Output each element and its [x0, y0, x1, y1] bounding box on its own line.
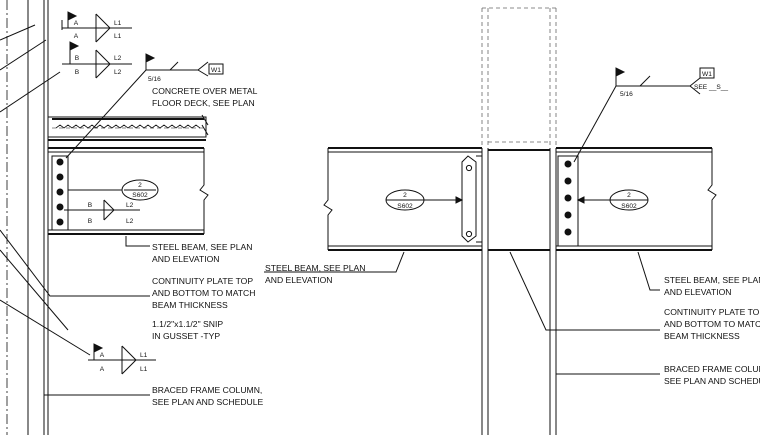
- weld-bottom-label: B: [88, 218, 93, 225]
- section-callout-right-a: 2 S602: [385, 189, 464, 211]
- weld-bottom-label: A: [74, 33, 79, 40]
- note-steel-beam-right: STEEL BEAM, SEE PLAN AND ELEVATION: [637, 251, 760, 297]
- note-line: CONTINUITY PLATE TOP: [664, 307, 760, 317]
- steel-beam-right-left-side: [323, 147, 482, 251]
- note-line: STEEL BEAM, SEE PLAN: [265, 263, 365, 273]
- brace-line: [0, 39, 47, 71]
- note-line: AND ELEVATION: [152, 254, 220, 264]
- left-detail: 2 S602 A A L1 L1 B B L2 L2: [0, 0, 264, 435]
- fillet-weld-symbol-right: W1 SEE __S__ 5/16: [573, 67, 728, 163]
- brace-line: [0, 249, 69, 331]
- callout-number: 2: [403, 192, 407, 199]
- weld-top-label: B: [88, 202, 93, 209]
- braced-frame-column-left: [27, 0, 49, 435]
- note-line: 1.1/2"x1.1/2" SNIP: [152, 319, 223, 329]
- note-line: BRACED FRAME COLUMN,: [152, 385, 262, 395]
- weld-symbol-a-l1-top: A A L1 L1: [0, 11, 132, 43]
- end-plate-bolts: [461, 155, 482, 243]
- note-line: STEEL BEAM, SEE PLAN: [152, 242, 252, 252]
- callout-sheet: S602: [397, 203, 413, 210]
- weld-ref-bottom: L1: [140, 366, 148, 373]
- note-line: CONCRETE OVER METAL: [152, 86, 258, 96]
- section-callout-right-b: 2 S602: [576, 189, 649, 211]
- note-line: IN GUSSET -TYP: [152, 331, 220, 341]
- right-detail: 2 S602 2 S602 W1 SEE __S__ 5/16: [264, 7, 760, 435]
- weld-ref-top: L2: [114, 55, 122, 62]
- concrete-slab-deck: [47, 114, 209, 141]
- note-column-right: BRACED FRAME COLUMN, SEE PLAN AND SCHEDU…: [556, 364, 760, 386]
- weld-top-label: B: [75, 55, 80, 62]
- note-line: STEEL BEAM, SEE PLAN: [664, 275, 760, 285]
- fillet-weld-symbol-left: W1 5/16: [65, 53, 224, 159]
- weld-ref-bottom: L2: [114, 69, 122, 76]
- note-steel-beam-right-left: STEEL BEAM, SEE PLAN AND ELEVATION: [264, 251, 405, 285]
- weld-size-label: 5/16: [148, 76, 161, 83]
- weld-ref-top: L2: [126, 202, 134, 209]
- callout-sheet: S602: [132, 192, 148, 199]
- note-line: BEAM THICKNESS: [664, 331, 740, 341]
- note-continuity-right: CONTINUITY PLATE TOP AND BOTTOM TO MATCH…: [509, 251, 760, 341]
- section-callout-left: 2 S602: [68, 179, 159, 201]
- weld-ref-top: L1: [140, 352, 148, 359]
- weld-symbol-b-l2-top: B B L2 L2: [62, 41, 132, 79]
- note-line: AND ELEVATION: [664, 287, 732, 297]
- note-line: AND BOTTOM TO MATCH: [152, 288, 255, 298]
- weld-top-label: A: [74, 20, 79, 27]
- note-line: SEE PLAN AND SCHEDULE: [664, 376, 760, 386]
- braced-frame-column-right: [481, 148, 557, 435]
- weld-ref-top: L1: [114, 20, 122, 27]
- brace-line: [0, 71, 61, 113]
- callout-number: 2: [138, 182, 142, 189]
- steel-beam-left: [48, 147, 209, 235]
- callout-sheet: S602: [621, 203, 637, 210]
- note-line: AND ELEVATION: [265, 275, 333, 285]
- weld-tail-label: W1: [211, 67, 221, 74]
- note-line: BEAM THICKNESS: [152, 300, 228, 310]
- note-concrete-left: CONCRETE OVER METAL FLOOR DECK, SEE PLAN: [152, 86, 258, 108]
- weld-size-label: 5/16: [620, 91, 633, 98]
- weld-symbol-b-l2-beam: B B L2 L2: [64, 199, 140, 225]
- weld-ref-bottom: L2: [126, 218, 134, 225]
- note-line: FLOOR DECK, SEE PLAN: [152, 98, 255, 108]
- callout-number: 2: [627, 192, 631, 199]
- shear-tab-bolts-left: [51, 155, 69, 231]
- weld-ref-bottom: L1: [114, 33, 122, 40]
- weld-symbol-a-l1-bottom: A A L1 L1: [88, 343, 156, 375]
- note-line: CONTINUITY PLATE TOP: [152, 276, 253, 286]
- note-continuity-left: CONTINUITY PLATE TOP AND BOTTOM TO MATCH…: [0, 229, 255, 310]
- column-above-dashed: [481, 7, 557, 148]
- weld-bottom-label: B: [75, 69, 80, 76]
- note-snip-left: 1.1/2"x1.1/2" SNIP IN GUSSET -TYP: [152, 319, 223, 341]
- shear-tab-bolts-right: [557, 155, 579, 247]
- weld-bottom-label: A: [100, 366, 105, 373]
- weld-tail-label: W1: [702, 71, 712, 78]
- note-line: SEE PLAN AND SCHEDULE: [152, 397, 264, 407]
- weld-top-label: A: [100, 352, 105, 359]
- note-line: BRACED FRAME COLUMN,: [664, 364, 760, 374]
- brace-line: [0, 299, 91, 356]
- note-column-left: BRACED FRAME COLUMN, SEE PLAN AND SCHEDU…: [44, 385, 264, 407]
- note-line: AND BOTTOM TO MATCH: [664, 319, 760, 329]
- note-steel-beam-left: STEEL BEAM, SEE PLAN AND ELEVATION: [125, 236, 252, 264]
- weld-tail-note: SEE __S__: [694, 84, 728, 91]
